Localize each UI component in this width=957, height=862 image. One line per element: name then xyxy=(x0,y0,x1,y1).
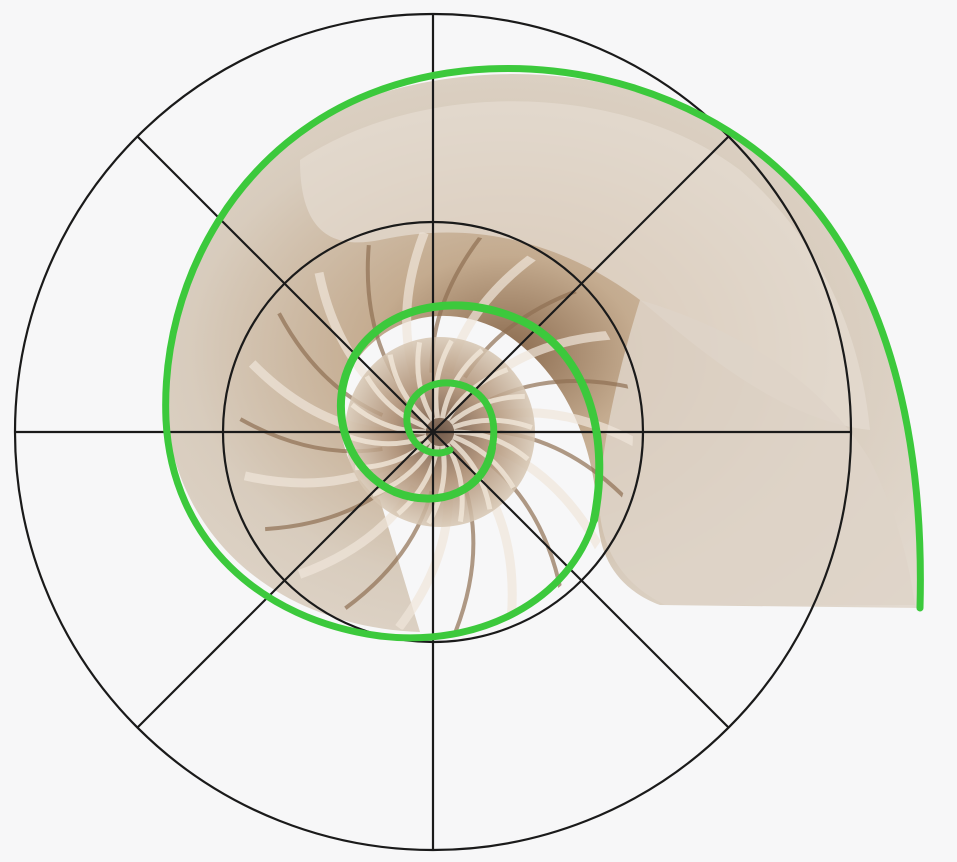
polar-grid xyxy=(15,14,851,850)
shell-image xyxy=(165,74,920,632)
